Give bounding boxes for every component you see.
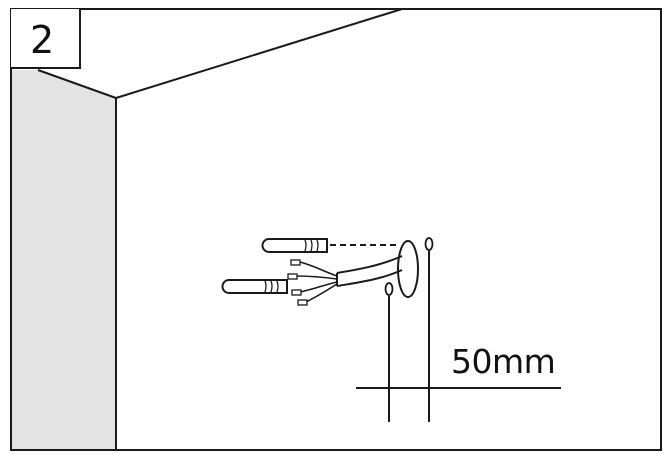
ceiling-line-left (37, 69, 117, 99)
wall-plug-icon (221, 279, 288, 294)
wall-opening (397, 240, 419, 298)
wall-plug-icon (261, 238, 328, 253)
cable-icon (287, 255, 403, 306)
dimension-label: 50mm (451, 342, 556, 381)
screw-icon (384, 282, 394, 296)
step-number: 2 (30, 18, 55, 62)
side-wall (12, 70, 116, 449)
frame-border (10, 8, 662, 451)
screw-icon (424, 237, 434, 251)
ceiling-line-right (115, 8, 403, 99)
step-box (11, 9, 81, 69)
